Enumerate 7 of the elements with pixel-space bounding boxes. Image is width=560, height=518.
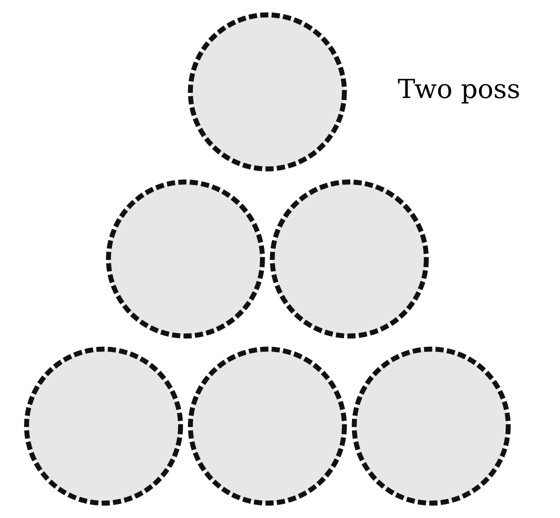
node-circle (106, 180, 264, 338)
label: Two poss (397, 75, 520, 106)
node-circle (187, 12, 346, 172)
node-circle (269, 180, 428, 338)
node-circle (187, 346, 346, 506)
node-circle (24, 346, 183, 506)
node-circle (351, 346, 510, 506)
